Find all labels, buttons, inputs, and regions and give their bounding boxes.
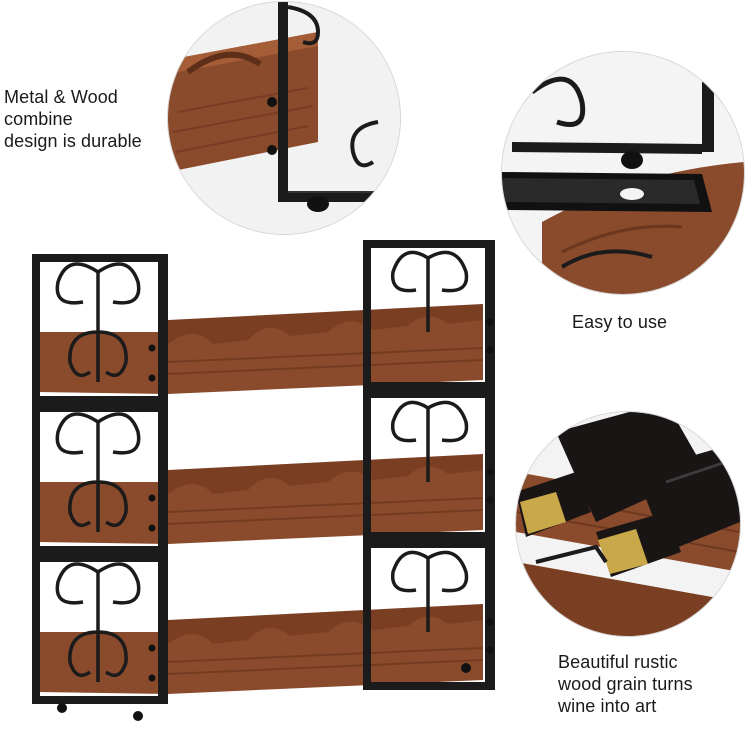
zoom-inset-joint [168, 2, 400, 234]
zoom-inset-stacking [502, 52, 744, 294]
durable-caption-line: design is durable [4, 131, 142, 151]
joint-closeup-image [168, 2, 400, 234]
durable-caption-line: combine [4, 109, 73, 129]
wood-grain-caption-line: Beautiful rustic [558, 652, 678, 672]
bottles-closeup-image [516, 412, 740, 636]
wood-grain-caption-line: wine into art [558, 696, 657, 716]
wood-grain-caption: Beautiful rustic wood grain turns wine i… [558, 651, 693, 717]
wood-grain-caption-line: wood grain turns [558, 674, 693, 694]
easy-caption-line: Easy to use [572, 312, 668, 332]
durable-caption-line: Metal & Wood [4, 87, 118, 107]
wine-rack-drawing [30, 238, 497, 721]
easy-caption: Easy to use [572, 311, 667, 333]
durable-caption: Metal & Wood combine design is durable [4, 86, 142, 152]
wine-rack-image [28, 232, 508, 734]
stacking-closeup-image [502, 52, 744, 294]
zoom-inset-bottles [516, 412, 740, 636]
